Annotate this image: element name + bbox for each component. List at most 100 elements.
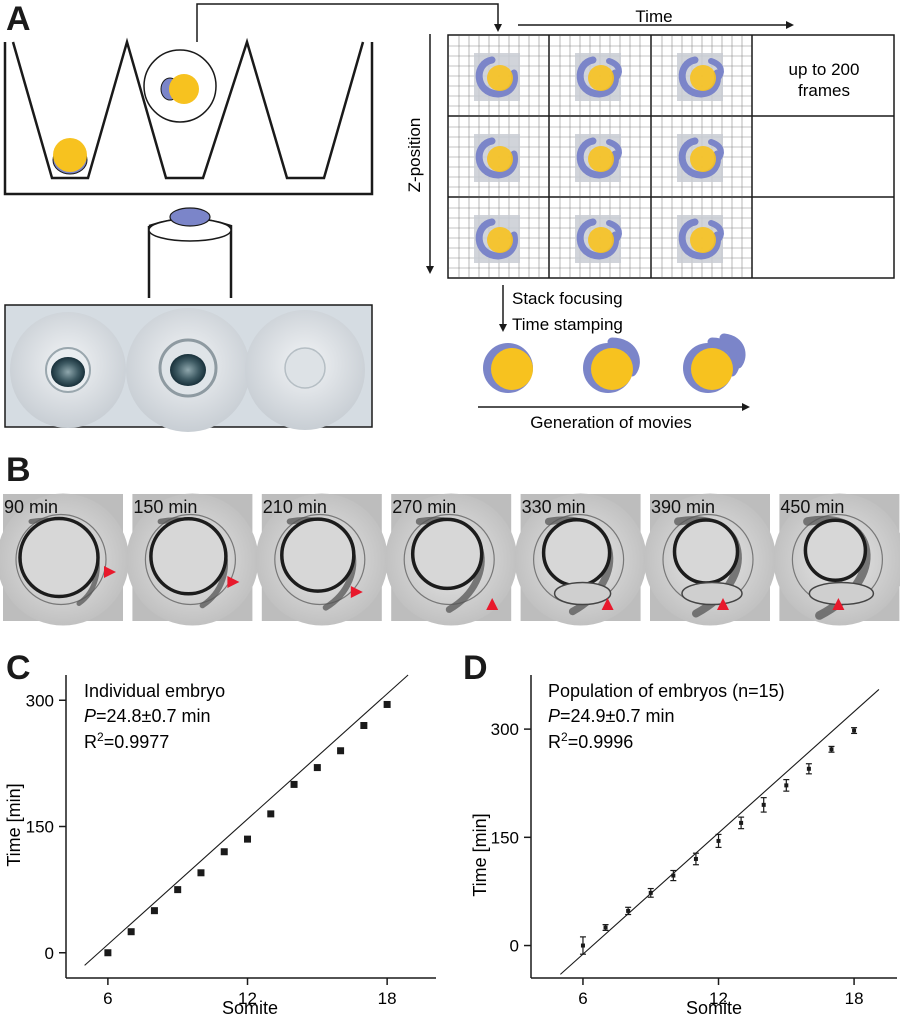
x-tick-label: 12	[238, 989, 257, 1008]
agarose-mold-photo	[4, 304, 373, 432]
embryo-sketch	[678, 218, 724, 260]
timelapse-frame: 390 min	[644, 493, 776, 626]
x-tick-label: 18	[378, 989, 397, 1008]
frame-time-label: 450 min	[780, 497, 844, 517]
processing-steps: Stack focusing Time stamping Generation …	[478, 285, 750, 432]
timelapse-frame: 270 min	[385, 493, 518, 626]
timelapse-frame: 90 min	[0, 493, 129, 626]
x-tick-label: 6	[578, 989, 587, 1008]
embryo-sketch	[678, 137, 724, 179]
grid-cell	[652, 36, 752, 115]
data-point	[127, 928, 135, 936]
z-axis-label: Z-position	[405, 118, 424, 193]
timelapse-strip: 90 min 150 min 210 min 270 min 330 min 390 mi…	[0, 493, 900, 626]
zoom-inset-embryo	[143, 49, 217, 123]
data-point	[244, 835, 252, 843]
y-tick-label: 300	[491, 720, 519, 739]
somite-arrowhead	[717, 598, 729, 610]
chart-c-annotation-1: Individual embryo	[84, 681, 225, 701]
y-tick-label: 150	[491, 828, 519, 847]
data-point	[383, 700, 391, 708]
chart-d-annotation-3: R2=0.9996	[548, 730, 633, 752]
data-point	[693, 856, 698, 861]
data-point	[671, 873, 676, 878]
timelapse-frame: 450 min	[773, 493, 900, 626]
data-point	[104, 949, 112, 957]
data-point	[220, 848, 228, 856]
grid-cell	[652, 117, 752, 196]
timelapse-frame: 150 min	[126, 493, 259, 626]
x-tick-label: 12	[709, 989, 728, 1008]
data-point	[150, 907, 158, 915]
time-axis-label: Time	[635, 7, 672, 26]
y-tick-label: 300	[26, 691, 54, 710]
connector-arrow	[196, 3, 502, 42]
y-tick-label: 0	[510, 937, 519, 956]
data-point	[267, 810, 275, 818]
movie-embryo	[583, 337, 640, 393]
data-point	[174, 886, 182, 894]
grid-cell	[550, 117, 650, 196]
data-point	[580, 943, 585, 948]
x-tick-label: 18	[845, 989, 864, 1008]
timelapse-frame: 210 min	[255, 493, 388, 626]
chart-d-ylabel: Time [min]	[470, 813, 490, 896]
chart-c-annotation-2: P=24.8±0.7 min	[84, 706, 210, 726]
grid-cell	[449, 117, 549, 196]
embryo-sketch	[576, 137, 622, 179]
somite-arrowhead	[486, 598, 499, 610]
panel-letter-a: A	[6, 0, 31, 38]
data-point	[603, 925, 608, 930]
fit-line	[560, 689, 880, 975]
embryo-sketch	[678, 56, 724, 98]
data-point	[290, 780, 298, 788]
chart-c-annotation-3: R2=0.9977	[84, 730, 169, 752]
data-point	[806, 766, 811, 771]
step-stack-focusing: Stack focusing	[512, 289, 623, 308]
data-point	[648, 890, 653, 895]
data-point	[313, 764, 321, 772]
frame-time-label: 330 min	[522, 497, 586, 517]
frame-time-label: 390 min	[651, 497, 715, 517]
timelapse-frame: 330 min	[514, 493, 647, 626]
somite-arrowhead	[104, 566, 116, 578]
data-point	[784, 783, 789, 788]
panel-letter-d: D	[463, 649, 488, 687]
movies-label: Generation of movies	[530, 413, 692, 432]
somite-arrowhead	[227, 576, 240, 588]
y-tick-label: 150	[26, 818, 54, 837]
data-point	[829, 747, 834, 752]
chart-d-annotation-2: P=24.9±0.7 min	[548, 706, 674, 726]
data-point	[337, 747, 345, 755]
chart-c: Individual embryo P=24.8±0.7 min R2=0.99…	[4, 674, 436, 1018]
movie-embryos	[483, 333, 746, 393]
embryo-sketch	[475, 56, 518, 98]
data-point	[852, 728, 857, 733]
frames-label-line-2: frames	[798, 81, 850, 100]
y-tick-label: 0	[45, 944, 54, 963]
embryo-in-well	[52, 138, 88, 175]
frame-time-label: 150 min	[133, 497, 197, 517]
grid-cell	[449, 198, 549, 277]
frame-time-label: 210 min	[263, 497, 327, 517]
chart-c-ylabel: Time [min]	[4, 783, 24, 866]
somite-arrowhead	[601, 598, 614, 610]
frame-time-label: 90 min	[4, 497, 58, 517]
grid-cell	[449, 36, 549, 115]
movie-embryo	[483, 343, 533, 393]
chart-c-xlabel: Somite	[222, 998, 278, 1018]
embryo-sketch	[576, 56, 622, 98]
panel-letter-c: C	[6, 649, 31, 687]
data-point	[626, 908, 631, 913]
well-plate-schematic	[3, 37, 374, 196]
grid-cell	[550, 198, 650, 277]
frame-time-label: 270 min	[392, 497, 456, 517]
grid-cell	[550, 36, 650, 115]
grid-cell	[652, 198, 752, 277]
data-point	[761, 802, 766, 807]
embryo-sketch	[475, 218, 518, 260]
embryo-sketch	[576, 218, 622, 260]
chart-d-annotation-1: Population of embryos (n=15)	[548, 681, 785, 701]
objective-lens	[147, 207, 233, 298]
data-point	[716, 838, 721, 843]
